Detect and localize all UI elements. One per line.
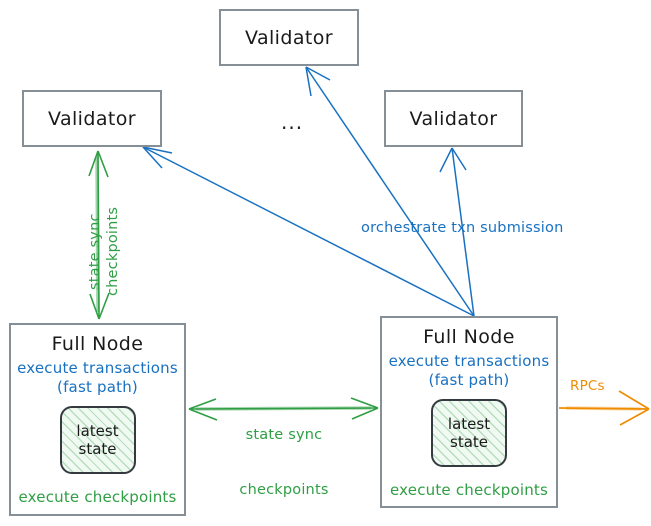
validator-right-box[interactable]: Validator <box>384 90 523 147</box>
fullnode-left-subtitle-line1: execute transactions <box>17 359 178 377</box>
edge-rpcs <box>558 390 650 426</box>
fullnode-left-subtitle-line2: (fast path) <box>57 377 138 396</box>
fullnode-right-subtitle-line1: execute transactions <box>388 352 550 370</box>
fullnode-right-subtitle-line2: (fast path) <box>428 370 510 389</box>
fullnode-right-box[interactable]: Full Node execute transactions (fast pat… <box>380 316 558 508</box>
edge-label-state-sync-horizontal-line1: state sync <box>245 427 323 444</box>
fullnode-right-latest-state-line2: state <box>450 432 488 451</box>
validator-top-label: Validator <box>245 26 333 49</box>
edge-label-state-sync-vertical: state sync <box>86 213 104 290</box>
edge-label-checkpoints-vertical: checkpoints <box>104 207 122 296</box>
fullnode-left-latest-state-line1: latest <box>76 421 119 440</box>
validator-left-label: Validator <box>48 107 136 130</box>
fullnode-right-title: Full Node <box>423 326 515 348</box>
validator-left-box[interactable]: Validator <box>22 90 162 147</box>
edge-rpcs-highlight <box>565 406 642 411</box>
edge-label-state-sync-horizontal: state sync checkpoints <box>220 390 348 526</box>
fullnode-left-footer: execute checkpoints <box>18 487 177 506</box>
edge-label-checkpoints-vertical-line2: checkpoints <box>105 206 121 296</box>
fullnode-right-footer: execute checkpoints <box>389 480 549 499</box>
edge-label-orchestrate-txn-submission: orchestrate txn submission <box>361 220 564 236</box>
edge-label-state-sync-horizontal-line2: checkpoints <box>239 481 329 498</box>
fullnode-right-latest-state-box[interactable]: latest state <box>431 398 507 467</box>
validator-top-box[interactable]: Validator <box>219 9 359 66</box>
fullnode-left-latest-state-box[interactable]: latest state <box>59 405 136 474</box>
edge-label-rpcs: RPCs <box>570 378 605 394</box>
fullnode-left-latest-state-line2: state <box>78 439 117 458</box>
fullnode-left-subtitle: execute transactions (fast path) <box>17 359 178 397</box>
fullnode-right-subtitle: execute transactions (fast path) <box>389 352 550 390</box>
edge-label-state-sync-vertical-line1: state sync <box>87 213 103 290</box>
fullnode-right-latest-state-line1: latest <box>447 414 491 433</box>
validator-right-label: Validator <box>409 107 498 130</box>
fullnode-left-box[interactable]: Full Node execute transactions (fast pat… <box>9 323 186 516</box>
validator-ellipsis: ... <box>281 110 304 134</box>
fullnode-left-title: Full Node <box>51 333 144 355</box>
